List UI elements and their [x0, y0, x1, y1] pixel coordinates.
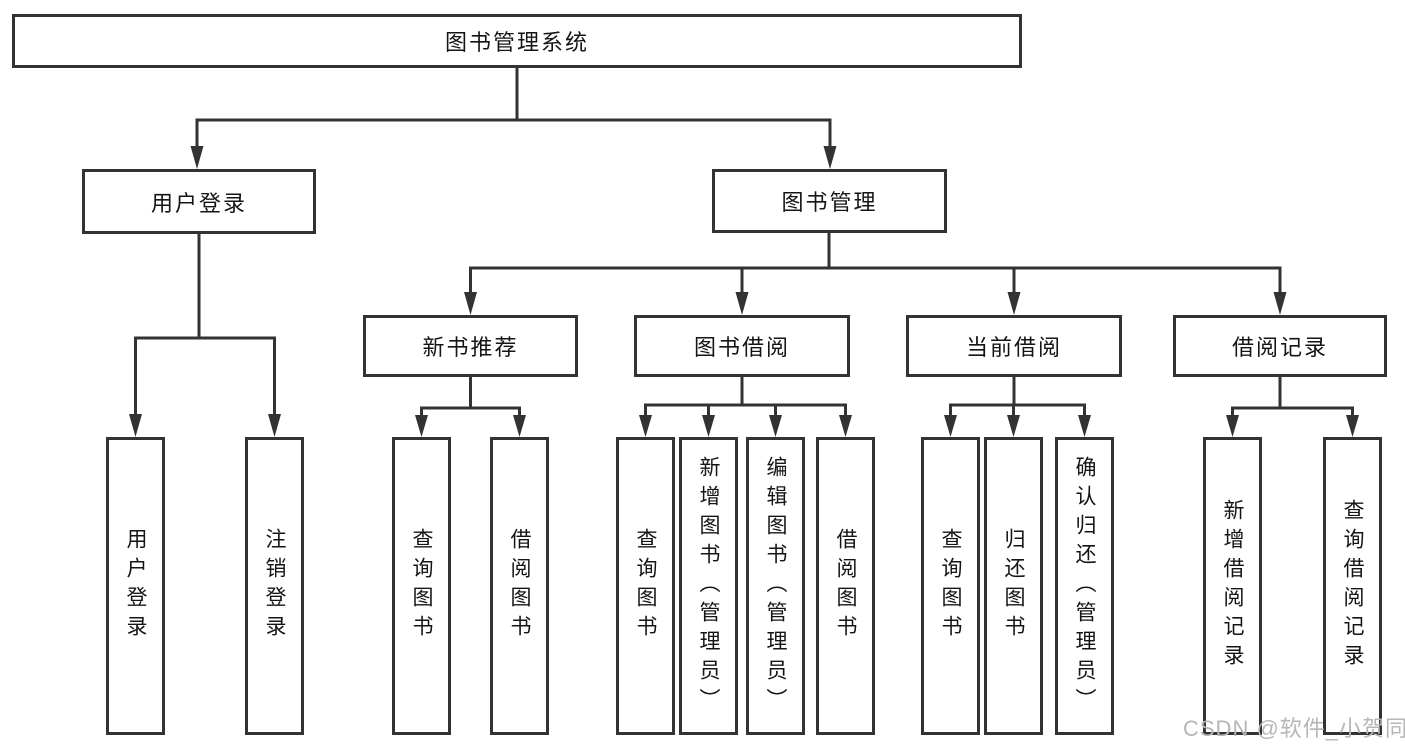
- csdn-watermark: CSDN @软件_小贺同学: [1183, 716, 1405, 741]
- leaf-query-books-recommend-label: 查询图书: [410, 528, 433, 644]
- node-book-borrow-label: 图书借阅: [693, 335, 790, 360]
- node-borrow-records-label: 借阅记录: [1231, 335, 1328, 360]
- leaf-borrow-books-recommend: 借阅图书: [490, 437, 549, 735]
- leaf-query-books-current: 查询图书: [921, 437, 980, 735]
- node-root-label: 图书管理系统: [444, 30, 589, 55]
- leaf-return-books-label: 归还图书: [1002, 528, 1025, 644]
- node-user-login-label: 用户登录: [150, 190, 247, 216]
- leaf-add-books-admin-label: 新增图书（管理员）: [697, 455, 720, 717]
- leaf-borrow-books-recommend-label: 借阅图书: [508, 528, 531, 644]
- leaf-query-borrow-record-label: 查询借阅记录: [1341, 499, 1364, 673]
- leaf-confirm-return-admin: 确认归还（管理员）: [1055, 437, 1114, 735]
- node-new-book-recommend-label: 新书推荐: [422, 335, 519, 360]
- leaf-add-books-admin: 新增图书（管理员）: [679, 437, 738, 735]
- leaf-confirm-return-admin-label: 确认归还（管理员）: [1073, 455, 1096, 717]
- leaf-logout-label: 注销登录: [263, 528, 286, 644]
- leaf-add-borrow-record: 新增借阅记录: [1203, 437, 1262, 735]
- leaf-query-books-borrow: 查询图书: [616, 437, 675, 735]
- leaf-add-borrow-record-label: 新增借阅记录: [1221, 499, 1244, 673]
- node-book-management-label: 图书管理: [781, 190, 878, 215]
- leaf-query-books-current-label: 查询图书: [939, 528, 962, 644]
- leaf-borrow-books-label: 借阅图书: [834, 528, 857, 644]
- leaf-user-login: 用户登录: [106, 437, 165, 735]
- leaf-query-books-borrow-label: 查询图书: [634, 528, 657, 644]
- leaf-edit-books-admin: 编辑图书（管理员）: [746, 437, 805, 735]
- node-borrow-records: 借阅记录: [1173, 315, 1387, 377]
- leaf-return-books: 归还图书: [984, 437, 1043, 735]
- node-book-borrow: 图书借阅: [634, 315, 850, 377]
- leaf-edit-books-admin-label: 编辑图书（管理员）: [764, 455, 787, 717]
- leaf-query-books-recommend: 查询图书: [392, 437, 451, 735]
- node-book-management: 图书管理: [712, 169, 947, 233]
- leaf-user-login-label: 用户登录: [124, 528, 147, 644]
- leaf-query-borrow-record: 查询借阅记录: [1323, 437, 1382, 735]
- leaf-logout: 注销登录: [245, 437, 304, 735]
- node-root: 图书管理系统: [12, 14, 1022, 68]
- node-new-book-recommend: 新书推荐: [363, 315, 578, 377]
- node-user-login: 用户登录: [82, 169, 316, 234]
- node-current-borrow: 当前借阅: [906, 315, 1122, 377]
- node-current-borrow-label: 当前借阅: [965, 335, 1062, 360]
- leaf-borrow-books: 借阅图书: [816, 437, 875, 735]
